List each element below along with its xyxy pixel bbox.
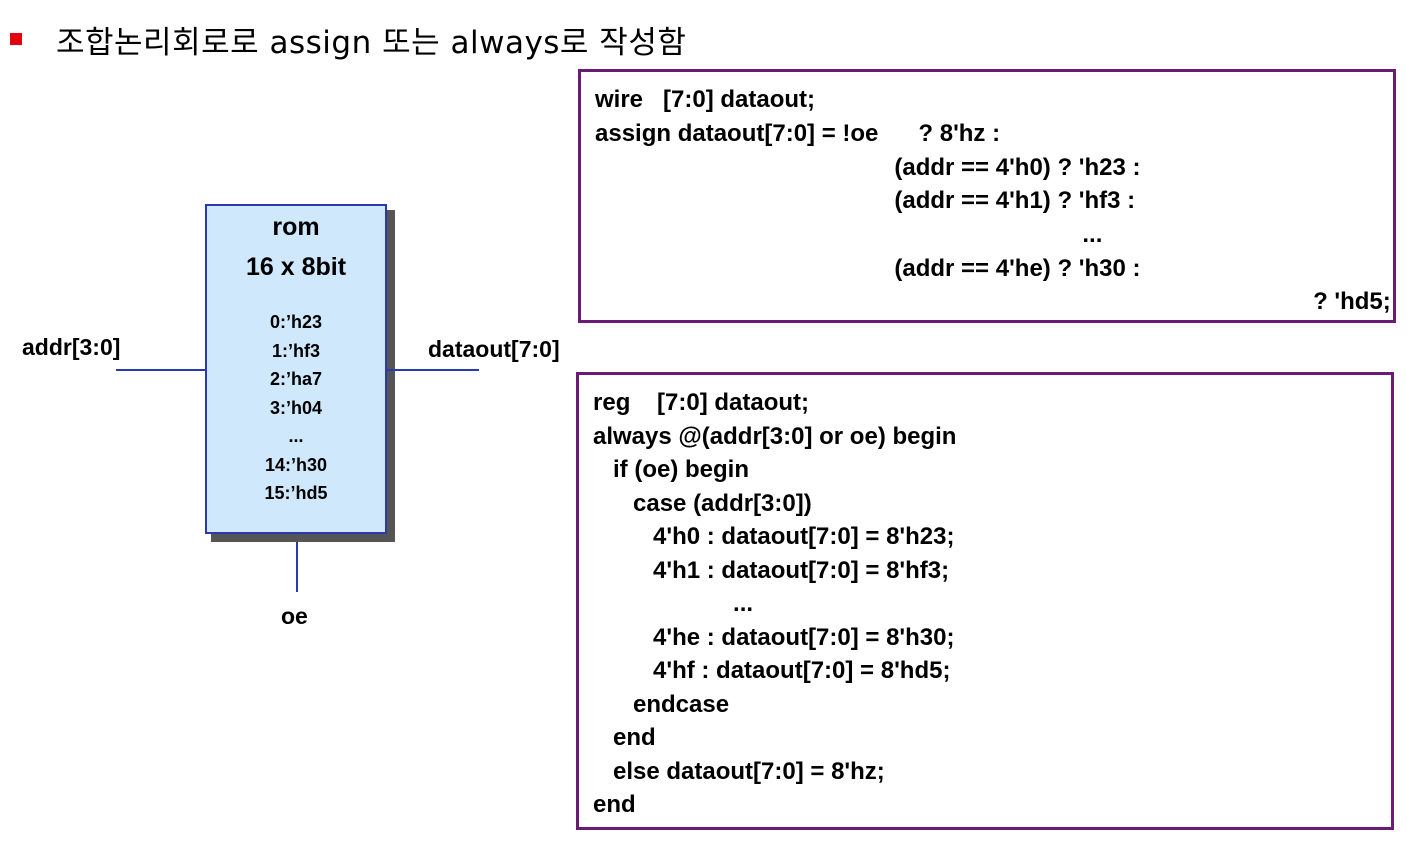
code-line: end — [593, 724, 656, 751]
slide-heading: 조합논리회로로 assign 또는 always로 작성함 — [56, 24, 687, 61]
addr-wire — [116, 369, 205, 371]
code-line: 4'he : dataout[7:0] = 8'h30; — [593, 624, 955, 651]
always-code-box: reg [7:0] dataout; always @(addr[3:0] or… — [576, 372, 1394, 830]
code-line: 4'hf : dataout[7:0] = 8'hd5; — [593, 657, 951, 684]
code-line: case (addr[3:0]) — [593, 490, 812, 517]
code-line: 4'h1 : dataout[7:0] = 8'hf3; — [593, 557, 950, 584]
dataout-wire — [387, 369, 479, 371]
code-line: wire [7:0] dataout; — [595, 86, 816, 113]
code-line: reg [7:0] dataout; — [593, 389, 810, 416]
rom-contents: 0:’h23 1:’hf3 2:’ha7 3:’h04 ... 14:’h30 … — [207, 308, 385, 508]
rom-entry: 1:’hf3 — [271, 340, 320, 361]
rom-title-size: 16 x 8bit — [245, 253, 347, 281]
assign-code-box: wire [7:0] dataout; assign dataout[7:0] … — [578, 69, 1396, 323]
code-line: always @(addr[3:0] or oe) begin — [593, 423, 957, 450]
code-line: 4'h0 : dataout[7:0] = 8'h23; — [593, 523, 955, 550]
code-line: if (oe) begin — [593, 456, 749, 483]
code-line: end — [593, 791, 636, 818]
oe-label: oe — [281, 603, 308, 629]
rom-entry: 0:’h23 — [269, 312, 323, 332]
rom-block: rom 16 x 8bit 0:’h23 1:’hf3 2:’ha7 3:’h0… — [205, 204, 387, 534]
rom-entry: 3:’h04 — [269, 397, 323, 418]
slide-heading-row: 조합논리회로로 assign 또는 always로 작성함 — [10, 14, 686, 64]
rom-entry: 15:’hd5 — [264, 483, 328, 503]
code-line: (addr == 4'h0) ? 'h23 : — [781, 154, 1141, 181]
code-line: ... — [869, 221, 1103, 248]
code-line: ... — [593, 590, 754, 617]
rom-title-name: rom — [272, 213, 320, 241]
oe-wire — [296, 542, 298, 592]
rom-entry: 14:’h30 — [264, 454, 328, 475]
code-line: (addr == 4'h1) ? 'hf3 : — [781, 187, 1136, 214]
code-line: else dataout[7:0] = 8'hz; — [593, 758, 885, 785]
rom-entry-ellipsis: ... — [288, 426, 304, 446]
code-line: ? 'hd5; — [993, 288, 1391, 315]
addr-label: addr[3:0] — [22, 334, 121, 360]
code-line: (addr == 4'he) ? 'h30 : — [781, 255, 1141, 282]
dataout-label: dataout[7:0] — [428, 336, 560, 362]
code-line: assign dataout[7:0] = !oe ? 8'hz : — [595, 120, 1001, 147]
rom-entry: 2:’ha7 — [269, 369, 323, 389]
code-line: endcase — [593, 691, 730, 718]
square-bullet-icon — [10, 33, 22, 45]
